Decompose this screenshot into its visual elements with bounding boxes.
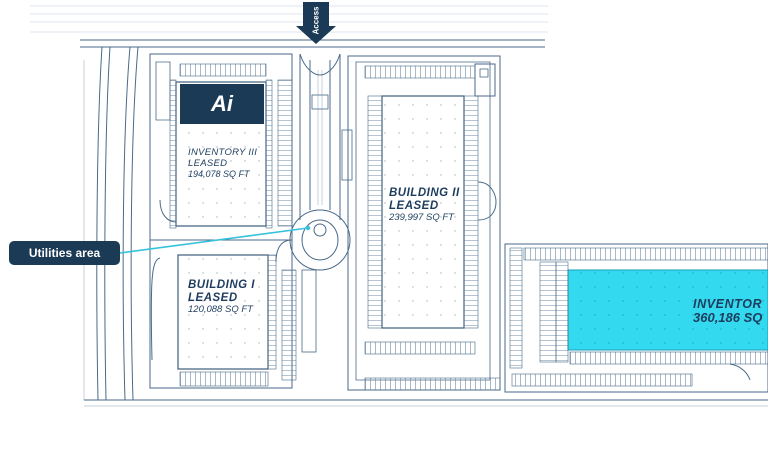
building-i-status: LEASED	[188, 291, 238, 304]
inventory-iii-label: INVENTORY III LEASED 194,078 SQ FT	[188, 147, 258, 180]
inventory-iv-area: 360,186 SQ	[693, 310, 763, 325]
inventory-iii-status: LEASED	[188, 157, 228, 169]
ai-logo: Ai	[180, 84, 264, 124]
building-i-label: BUILDING I LEASED 120,088 SQ FT	[188, 279, 255, 315]
building-ii-title: BUILDING II	[389, 187, 460, 199]
building-ii-label: BUILDING II LEASED 239,997 SQ FT	[389, 187, 460, 223]
building-i-title: BUILDING I	[188, 279, 255, 291]
west-curved-roads	[83, 46, 139, 401]
inventory-iii-area: 194,078 SQ FT	[188, 169, 250, 180]
top-roads	[30, 5, 548, 33]
inventory-iii-title: INVENTORY III	[188, 147, 258, 158]
utilities-callout-line	[119, 225, 311, 254]
utilities-area-tag: Utilities area	[9, 241, 120, 265]
building-i-footprint	[177, 254, 269, 370]
building-ii-status: LEASED	[389, 199, 439, 212]
inventory-iv-title: INVENTOR	[693, 297, 763, 311]
access-drive	[275, 53, 351, 271]
inventory-iv-label: INVENTOR 360,186 SQ	[693, 297, 762, 326]
building-ii-footprint	[381, 95, 465, 329]
access-label: Access	[311, 5, 321, 35]
building-ii-area: 239,997 SQ FT	[389, 211, 454, 223]
building-i-area: 120,088 SQ FT	[188, 303, 253, 315]
access-arrow	[296, 2, 336, 44]
main-road	[80, 39, 545, 48]
